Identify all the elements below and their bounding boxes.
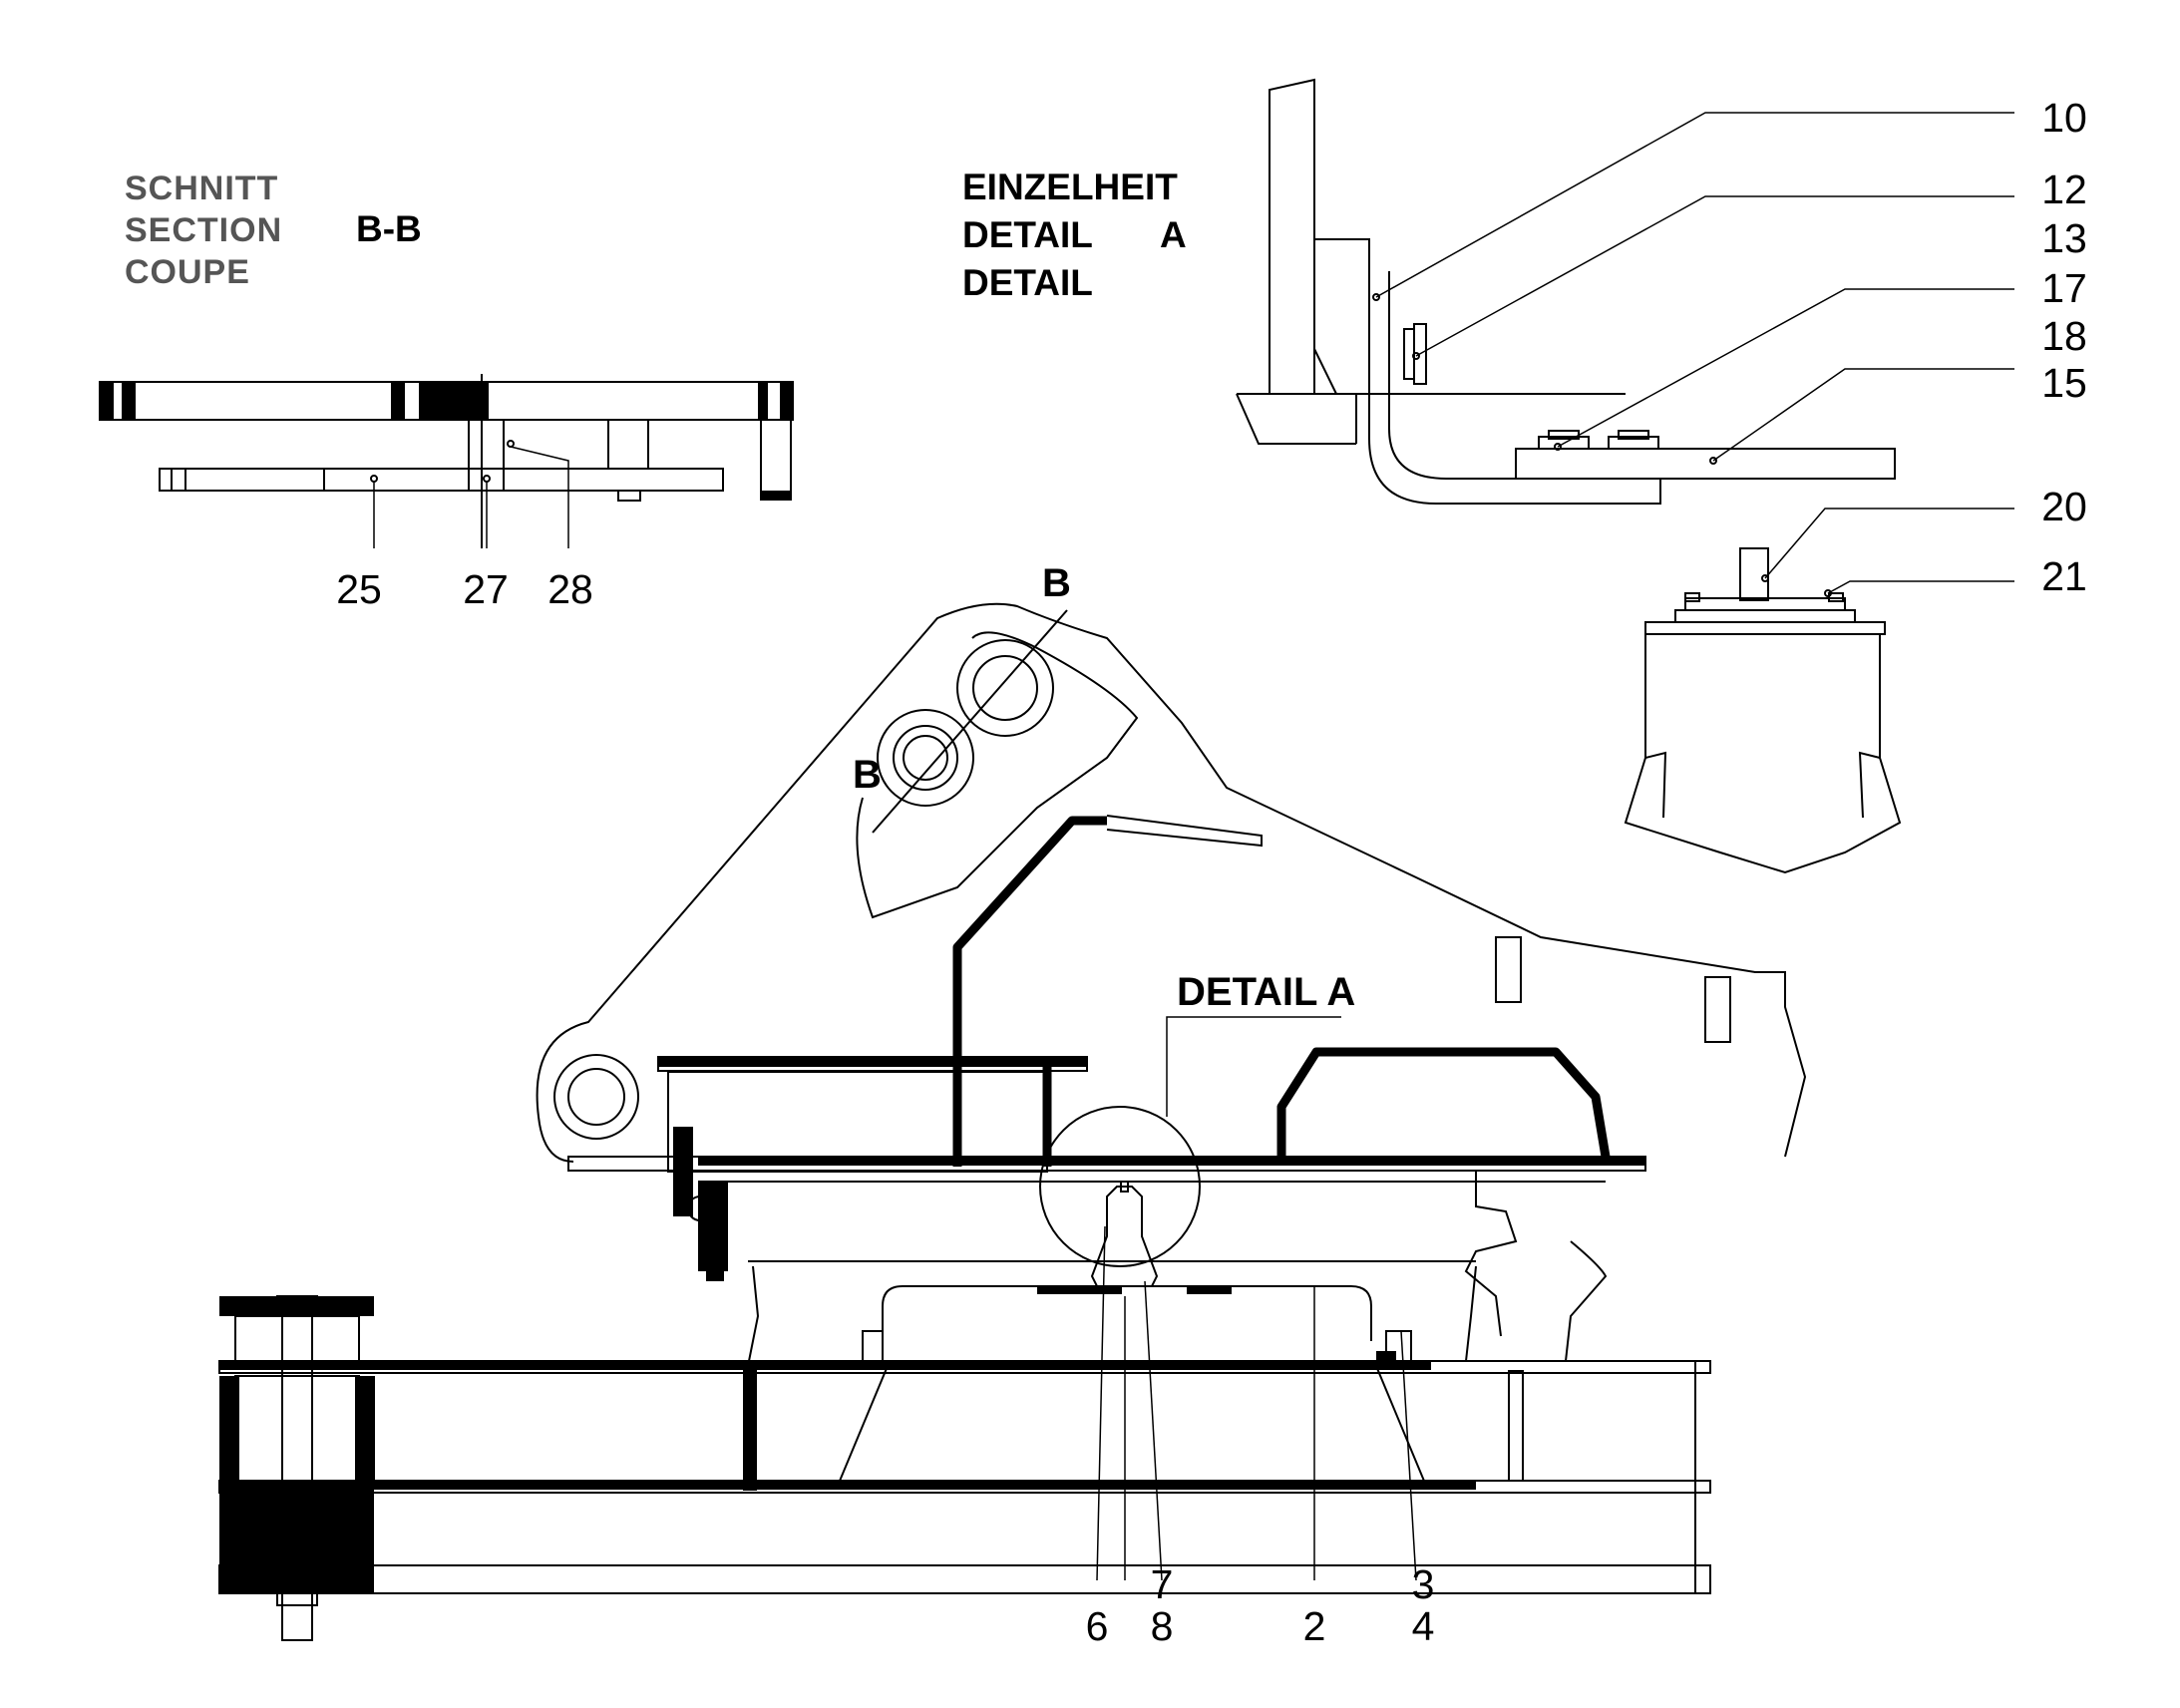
part-label-13: 13 <box>2041 215 2087 261</box>
part-label-7: 7 <box>1151 1561 1174 1607</box>
part-label-12: 12 <box>2041 167 2087 212</box>
section-title-line3: COUPE <box>125 253 250 291</box>
part-label-17: 17 <box>2041 265 2087 311</box>
part-label-18: 18 <box>2041 313 2087 359</box>
detail-a-drawing: 10 12 13 17 18 15 <box>1236 78 2087 505</box>
detail-a-header: EINZELHEIT DETAIL DETAIL A <box>962 167 1187 303</box>
detail-title-line3: DETAIL <box>962 262 1093 303</box>
part-label-27: 27 <box>463 566 509 612</box>
part-label-10: 10 <box>2041 95 2087 141</box>
cut-mark-b-lower: B <box>853 753 882 797</box>
detail-id: A <box>1160 214 1187 255</box>
section-title-line2: SECTION <box>125 211 282 249</box>
section-bb-drawing: 25 27 28 <box>99 374 794 612</box>
tool-detail-drawing: 20 21 <box>1624 484 2087 874</box>
section-bb-header: SCHNITT SECTION COUPE B-B <box>125 170 422 291</box>
part-label-4: 4 <box>1412 1603 1435 1649</box>
cut-mark-b-upper: B <box>1042 561 1071 605</box>
part-label-2: 2 <box>1303 1603 1326 1649</box>
part-label-28: 28 <box>547 566 593 612</box>
part-label-21: 21 <box>2041 553 2087 599</box>
detail-title-line2: DETAIL <box>962 214 1093 255</box>
main-assembly-drawing: B B DETAIL A <box>218 561 1807 1649</box>
section-title-line1: SCHNITT <box>125 170 278 207</box>
part-label-25: 25 <box>336 566 382 612</box>
detail-title-line1: EINZELHEIT <box>962 167 1178 207</box>
part-label-6: 6 <box>1086 1603 1109 1649</box>
part-label-8: 8 <box>1151 1603 1174 1649</box>
part-label-20: 20 <box>2041 484 2087 529</box>
detail-a-callout: DETAIL A <box>1177 970 1355 1014</box>
section-id: B-B <box>356 208 422 249</box>
part-label-3: 3 <box>1412 1561 1435 1607</box>
part-label-15: 15 <box>2041 360 2087 406</box>
